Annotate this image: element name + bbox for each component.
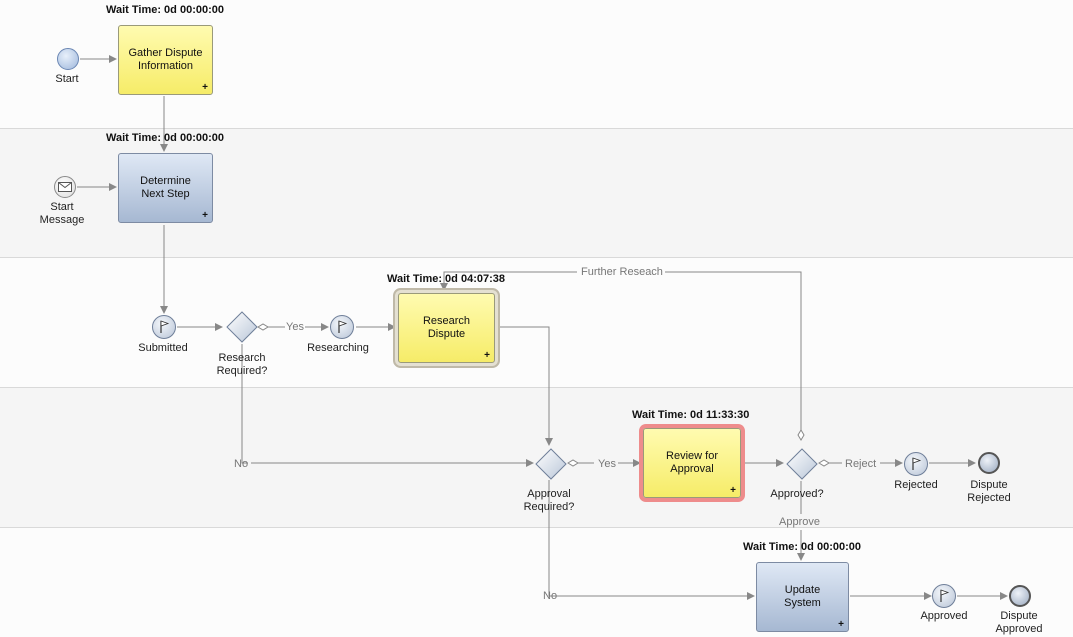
flow-label-yes: Yes — [286, 321, 304, 333]
flow-research-approval — [498, 326, 553, 446]
flag-icon[interactable] — [330, 315, 354, 339]
end-circle-icon[interactable] — [978, 452, 1000, 474]
approved-label: Approved — [920, 610, 968, 622]
end-circle-icon[interactable] — [1009, 585, 1031, 607]
wait-time-review: Wait Time: 0d 11:33:30 — [632, 409, 750, 421]
research-required-line2: Required? — [216, 365, 268, 377]
gateway-diamond-icon[interactable] — [786, 448, 818, 480]
wait-time-gather: Wait Time: 0d 00:00:00 — [106, 4, 224, 16]
task-label-line2: Approval — [670, 463, 714, 475]
expand-plus-icon[interactable]: + — [202, 210, 208, 221]
dispute-rejected-line2: Rejected — [967, 492, 1011, 504]
flow-label-reject: Reject — [845, 458, 877, 470]
task-label-line1: Update — [784, 584, 821, 596]
flag-icon[interactable] — [152, 315, 176, 339]
submitted-label: Submitted — [138, 342, 188, 354]
flow-label-no: No — [234, 458, 249, 470]
gateway-diamond-icon[interactable] — [226, 311, 258, 343]
expand-plus-icon[interactable]: + — [484, 350, 490, 361]
approval-required-line2: Required? — [523, 501, 575, 513]
task-label-line1: Gather Dispute — [128, 47, 203, 59]
task-label-line2: Dispute — [427, 328, 466, 340]
flow-label-approve: Approve — [779, 516, 820, 528]
task-label-line1: Review for — [666, 450, 718, 462]
flow-no-2 — [548, 480, 755, 600]
rejected-label: Rejected — [894, 479, 938, 491]
swimlane-4 — [0, 388, 1073, 528]
dispute-approved-line2: Approved — [995, 623, 1043, 635]
envelope-icon[interactable] — [54, 176, 76, 198]
wait-time-research: Wait Time: 0d 04:07:38 — [387, 273, 505, 285]
start-event-label: Start — [55, 73, 79, 85]
researching-label: Researching — [307, 342, 369, 354]
task-label-line2: Next Step — [141, 188, 190, 200]
flow-label-further-research: Further Reseach — [581, 266, 663, 278]
swimlane-5 — [0, 528, 1073, 637]
approval-required-line1: Approval — [527, 488, 571, 500]
expand-plus-icon[interactable]: + — [730, 485, 736, 496]
flag-icon[interactable] — [904, 452, 928, 476]
task-label-line1: Research — [422, 315, 471, 327]
flow-further-a — [665, 271, 805, 441]
start-message-line2: Message — [39, 214, 85, 226]
flow-no-1a — [241, 344, 248, 464]
start-circle-icon[interactable] — [57, 48, 79, 70]
wait-time-determine: Wait Time: 0d 00:00:00 — [106, 132, 224, 144]
flow-further-b — [440, 271, 577, 291]
flow-label-yes: Yes — [598, 458, 616, 470]
expand-plus-icon[interactable]: + — [838, 619, 844, 630]
swimlane-3 — [0, 258, 1073, 388]
start-message-line1: Start — [50, 201, 74, 213]
expand-plus-icon[interactable]: + — [202, 82, 208, 93]
gateway-diamond-icon[interactable] — [535, 448, 567, 480]
task-label-line1: Determine — [140, 175, 191, 187]
wait-time-update: Wait Time: 0d 00:00:00 — [743, 541, 861, 553]
approved-question-label: Approved? — [770, 488, 824, 500]
flag-icon[interactable] — [932, 584, 956, 608]
dispute-rejected-line1: Dispute — [970, 479, 1008, 491]
research-required-line1: Research — [218, 352, 266, 364]
dispute-approved-line1: Dispute — [1000, 610, 1038, 622]
flow-label-no: No — [543, 590, 558, 602]
task-label-line2: Information — [137, 60, 193, 72]
task-label-line2: System — [784, 597, 821, 609]
